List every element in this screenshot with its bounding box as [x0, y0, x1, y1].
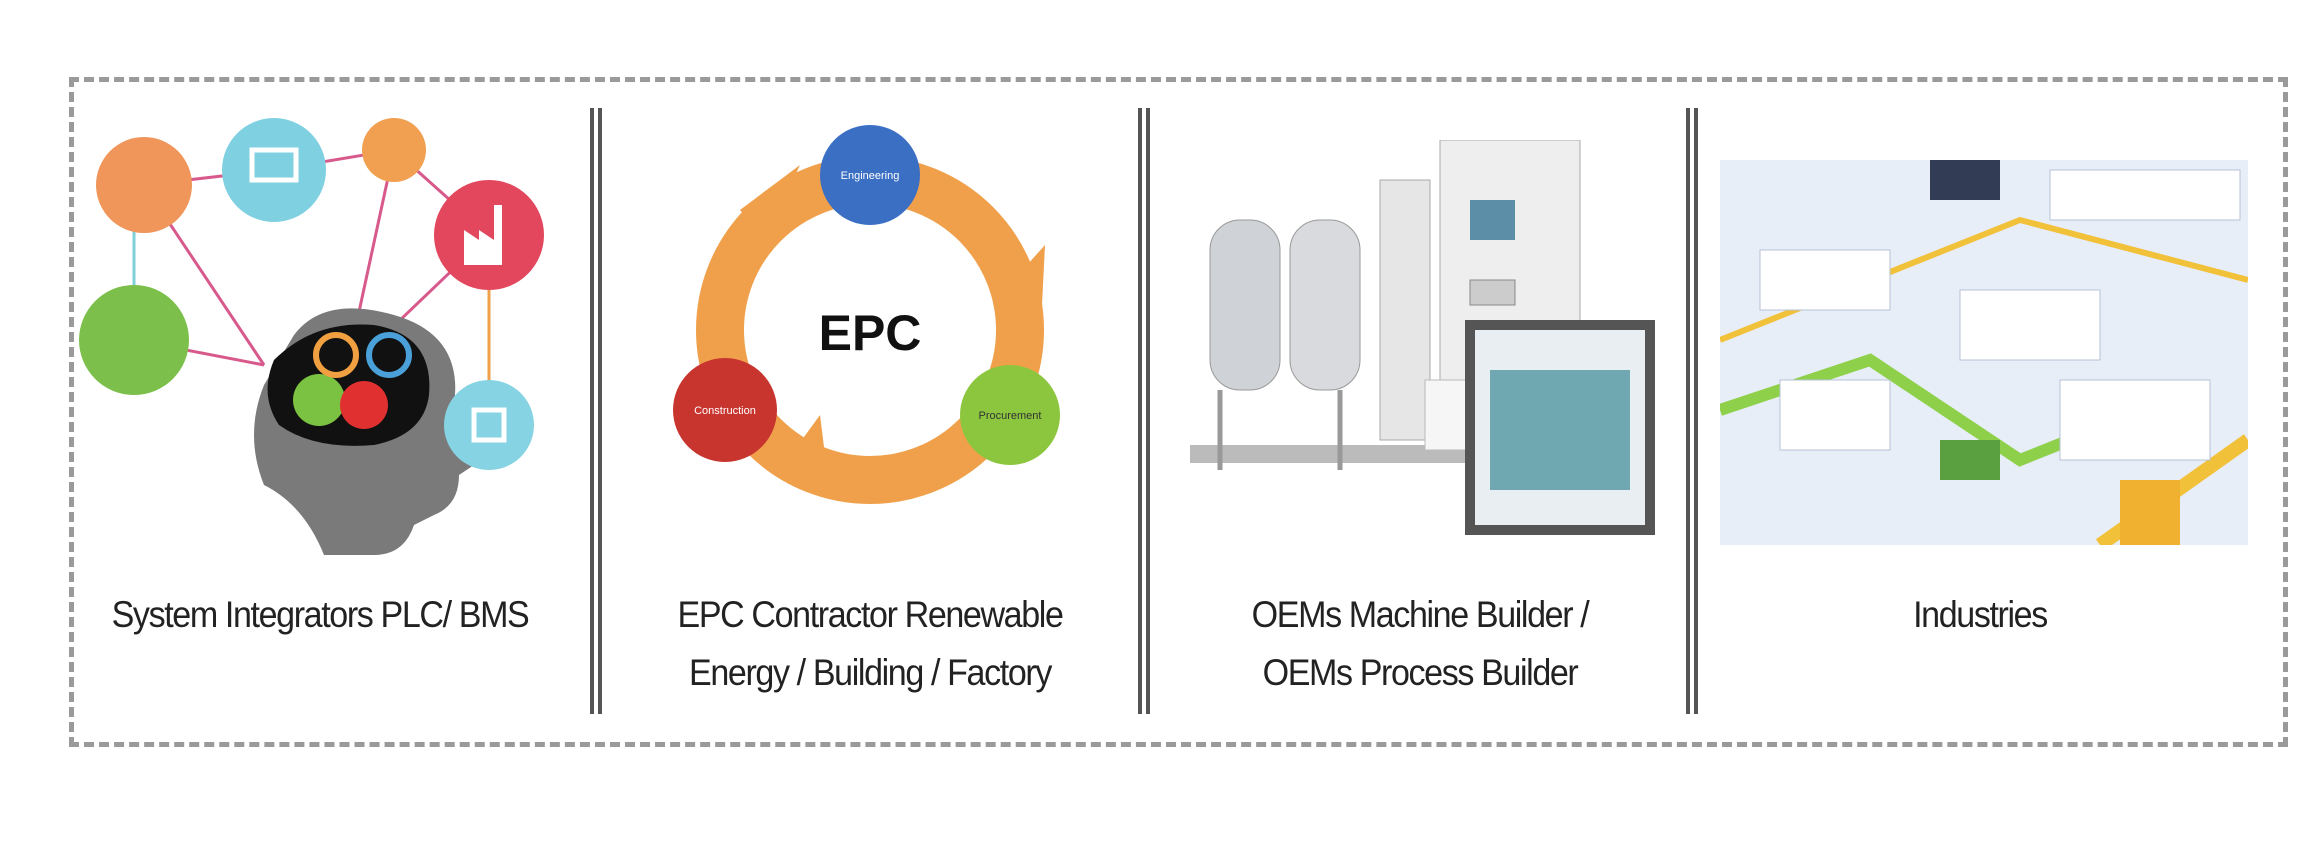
- computer-icon-circle: [222, 118, 326, 222]
- engineering-node: [820, 125, 920, 225]
- network-icon-circle: [96, 137, 192, 233]
- dashed-frame: [69, 77, 2288, 747]
- caption-industries: Industries: [1913, 594, 2048, 635]
- epc-cycle-diagram: EPC Engineering Procurement Construction: [673, 125, 1060, 504]
- construction-label: Construction: [694, 405, 756, 417]
- industries-illustration: [1720, 160, 2248, 545]
- procurement-label: Procurement: [979, 410, 1042, 422]
- caption-epc-contractor: EPC Contractor Renewable Energy / Buildi…: [677, 594, 1063, 693]
- construction-node: [673, 358, 777, 462]
- panel-divider: [590, 108, 602, 714]
- caption-oems: OEMs Machine Builder / OEMs Process Buil…: [1251, 594, 1590, 693]
- epc-center-label: EPC: [819, 305, 922, 361]
- panel-divider: [1138, 108, 1150, 714]
- factory-icon-circle: [434, 180, 544, 290]
- chip-icon-circle: [444, 380, 534, 470]
- process-skid-illustration: [1190, 140, 1655, 535]
- panel-divider: [1686, 108, 1698, 714]
- robot-arm-icon-circle: [79, 285, 189, 395]
- procurement-node: [960, 365, 1060, 465]
- engineering-label: Engineering: [841, 170, 900, 182]
- caption-system-integrators: System Integrators PLC/ BMS: [111, 594, 530, 635]
- system-integrator-head-illustration: [79, 118, 544, 555]
- brain-icon-circle: [362, 118, 426, 182]
